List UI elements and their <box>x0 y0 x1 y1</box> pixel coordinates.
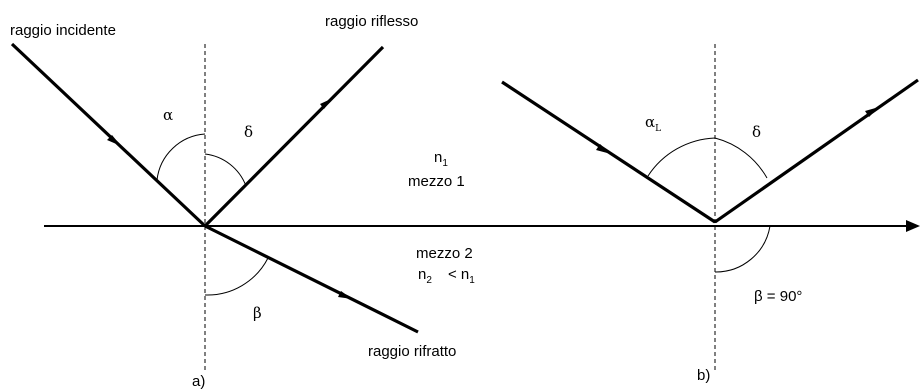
delta-label-b: δ <box>752 123 761 141</box>
refracted-arrowhead-a <box>338 291 352 299</box>
reflected-arrowhead-a <box>320 98 333 109</box>
reflected-ray-label: raggio riflesso <box>325 13 418 30</box>
delta-arc-a <box>204 153 247 187</box>
medium2-label: mezzo 2 <box>416 245 473 262</box>
reflected-ray-b <box>714 78 919 224</box>
n1-label: n1 <box>434 149 448 169</box>
beta-90-arc <box>714 225 771 273</box>
alpha-label: α <box>163 106 173 124</box>
alpha-limit-subscript: L <box>655 124 661 134</box>
interface-arrowhead <box>906 220 920 232</box>
alpha-limit-label: αL <box>645 113 661 134</box>
incident-ray-a <box>10 42 207 228</box>
delta-arc-b <box>714 137 768 179</box>
panel-b-label: b) <box>697 367 710 384</box>
alpha-limit-arc <box>647 137 716 177</box>
beta-90-label: β = 90° <box>754 288 802 305</box>
alpha-arc <box>156 133 206 181</box>
delta-label-a: δ <box>244 123 253 141</box>
n2-subscript: 2 <box>426 275 432 286</box>
less-than-subscript: 1 <box>469 275 475 286</box>
incident-arrowhead-b <box>596 144 611 154</box>
refracted-ray-a <box>204 224 419 334</box>
less-than-label: < n1 <box>448 266 475 286</box>
incident-ray-label: raggio incidente <box>10 22 116 39</box>
n2-label: n2 <box>418 266 432 286</box>
reflected-ray-a <box>203 45 385 228</box>
alpha-limit-symbol: α <box>645 113 655 131</box>
less-than-symbol: < n <box>448 266 469 283</box>
panel-a-label: a) <box>192 373 205 390</box>
medium1-label: mezzo 1 <box>408 173 465 190</box>
n1-symbol: n <box>434 149 442 166</box>
beta-arc <box>204 257 269 296</box>
incident-arrowhead-a <box>107 135 121 146</box>
beta-label: β <box>253 304 262 322</box>
reflected-arrowhead-b <box>865 107 879 117</box>
refracted-ray-label: raggio rifratto <box>368 343 456 360</box>
n1-subscript: 1 <box>442 158 448 169</box>
n2-symbol: n <box>418 266 426 283</box>
